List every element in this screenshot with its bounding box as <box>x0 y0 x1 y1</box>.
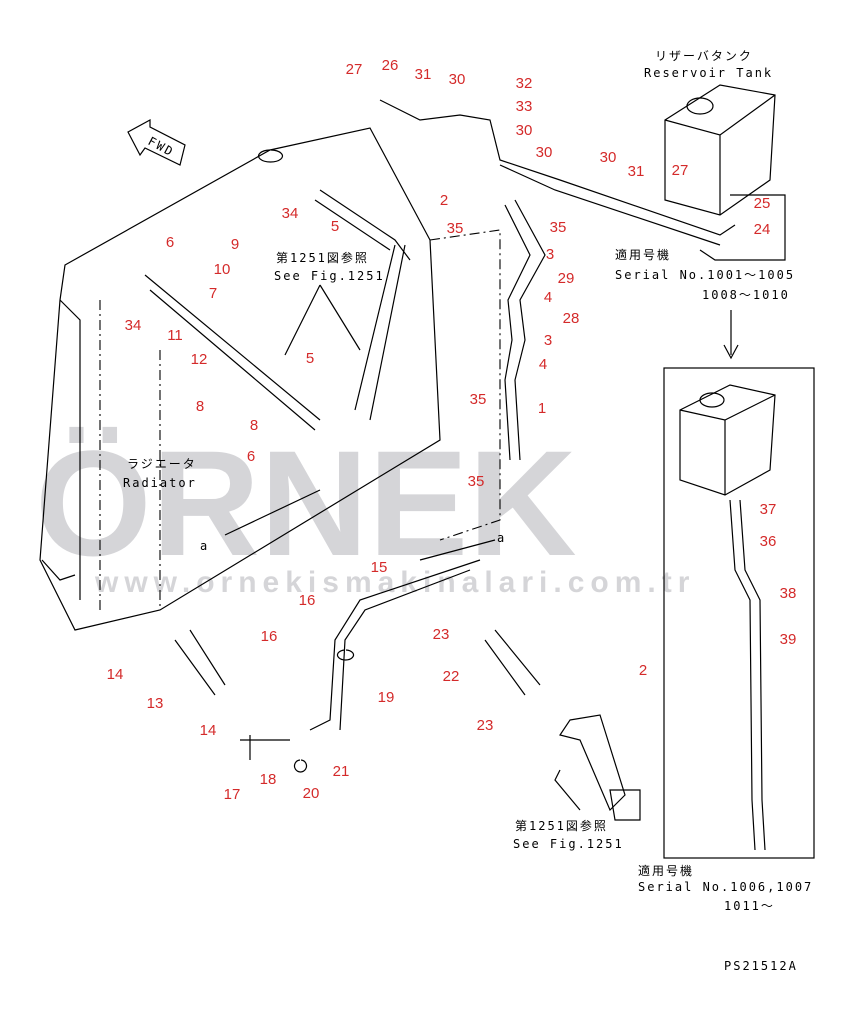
callout: 15 <box>371 559 388 576</box>
callout: 30 <box>516 122 533 139</box>
callouts: 27 26 31 30 32 33 30 30 30 31 27 25 24 2… <box>107 57 797 803</box>
serial-bracket <box>699 194 786 261</box>
section-mark: a <box>497 531 506 545</box>
callout: 35 <box>550 219 567 236</box>
serial-note-line1: Serial No.1006,1007 <box>638 880 813 894</box>
callout: 35 <box>447 220 464 237</box>
see-fig-label-en: See Fig.1251 <box>274 269 385 283</box>
callout: 2 <box>440 192 448 209</box>
callout: 18 <box>260 771 277 788</box>
callout: 30 <box>600 149 617 166</box>
callout: 27 <box>672 162 689 179</box>
down-arrow <box>723 310 739 360</box>
section-mark: a <box>200 539 209 553</box>
callout: 2 <box>639 662 647 679</box>
callout: 5 <box>331 218 339 235</box>
callout: 38 <box>780 585 797 602</box>
callout: 5 <box>306 350 314 367</box>
drawing-id: PS21512A <box>724 959 798 973</box>
serial-note-jp: 適用号機 <box>638 863 694 878</box>
see-fig-label-jp: 第1251図参照 <box>515 818 608 833</box>
callout: 36 <box>760 533 777 550</box>
callout: 11 <box>167 327 183 344</box>
callout: 31 <box>415 66 432 83</box>
callout: 28 <box>563 310 580 327</box>
callout: 23 <box>433 626 450 643</box>
callout: 20 <box>303 785 320 802</box>
callout: 9 <box>231 236 239 253</box>
fwd-arrow: FWD <box>127 118 186 166</box>
serial-note-line2: 1008～1010 <box>702 288 790 302</box>
see-fig-label-en: See Fig.1251 <box>513 837 624 851</box>
watermark: ÖRNEK www.ornekismakinalari.com.tr <box>35 419 695 599</box>
callout: 35 <box>468 473 485 490</box>
callout: 7 <box>209 285 217 302</box>
callout: 34 <box>282 205 299 222</box>
radiator-label-jp: ラジエータ <box>127 457 197 471</box>
callout: 16 <box>261 628 278 645</box>
reservoir-tank-label-en: Reservoir Tank <box>644 66 773 80</box>
callout: 4 <box>539 356 547 373</box>
callout: 33 <box>516 98 533 115</box>
see-fig-arrow <box>554 769 581 811</box>
watermark-url: www.ornekismakinalari.com.tr <box>94 566 695 599</box>
callout: 12 <box>191 351 208 368</box>
callout: 27 <box>346 61 363 78</box>
serial-note-jp: 適用号機 <box>615 247 671 262</box>
callout: 14 <box>200 722 217 739</box>
serial-note-line2: 1011～ <box>724 899 775 913</box>
callout: 23 <box>477 717 494 734</box>
callout: 35 <box>470 391 487 408</box>
callout: 31 <box>628 163 645 180</box>
callout: 3 <box>546 246 554 263</box>
reservoir-tank-drawing <box>664 84 776 216</box>
callout: 19 <box>378 689 395 706</box>
hoses <box>144 99 736 821</box>
callout: 30 <box>536 144 553 161</box>
inset-box <box>663 367 815 859</box>
callout: 14 <box>107 666 124 683</box>
callout: 3 <box>544 332 552 349</box>
reservoir-tank-label-jp: リザーバタンク <box>655 49 753 63</box>
see-fig-label-jp: 第1251図参照 <box>276 250 369 265</box>
callout: 13 <box>147 695 164 712</box>
callout: 34 <box>125 317 142 334</box>
callout: 37 <box>760 501 777 518</box>
callout: 8 <box>250 417 258 434</box>
callout: 8 <box>196 398 204 415</box>
callout: 22 <box>443 668 460 685</box>
callout: 21 <box>333 763 350 780</box>
callout: 4 <box>544 289 552 306</box>
callout: 30 <box>449 71 466 88</box>
see-fig-arrows <box>284 284 361 356</box>
callout: 26 <box>382 57 399 74</box>
callout: 6 <box>166 234 174 251</box>
callout: 25 <box>754 195 771 212</box>
section-arrow-a <box>224 489 321 536</box>
radiator-label-en: Radiator <box>123 476 197 490</box>
callout: 39 <box>780 631 797 648</box>
callout: 29 <box>558 270 575 287</box>
callout: 1 <box>538 400 546 417</box>
callout: 10 <box>214 261 231 278</box>
callout: 24 <box>754 221 771 238</box>
radiator-drawing <box>39 127 501 631</box>
callout: 16 <box>299 592 316 609</box>
callout: 17 <box>224 786 241 803</box>
callout: 6 <box>247 448 255 465</box>
serial-note-line1: Serial No.1001～1005 <box>615 268 795 282</box>
watermark-brand: ÖRNEK <box>35 419 577 587</box>
section-arrow-a2 <box>419 539 496 561</box>
callout: 32 <box>516 75 533 92</box>
